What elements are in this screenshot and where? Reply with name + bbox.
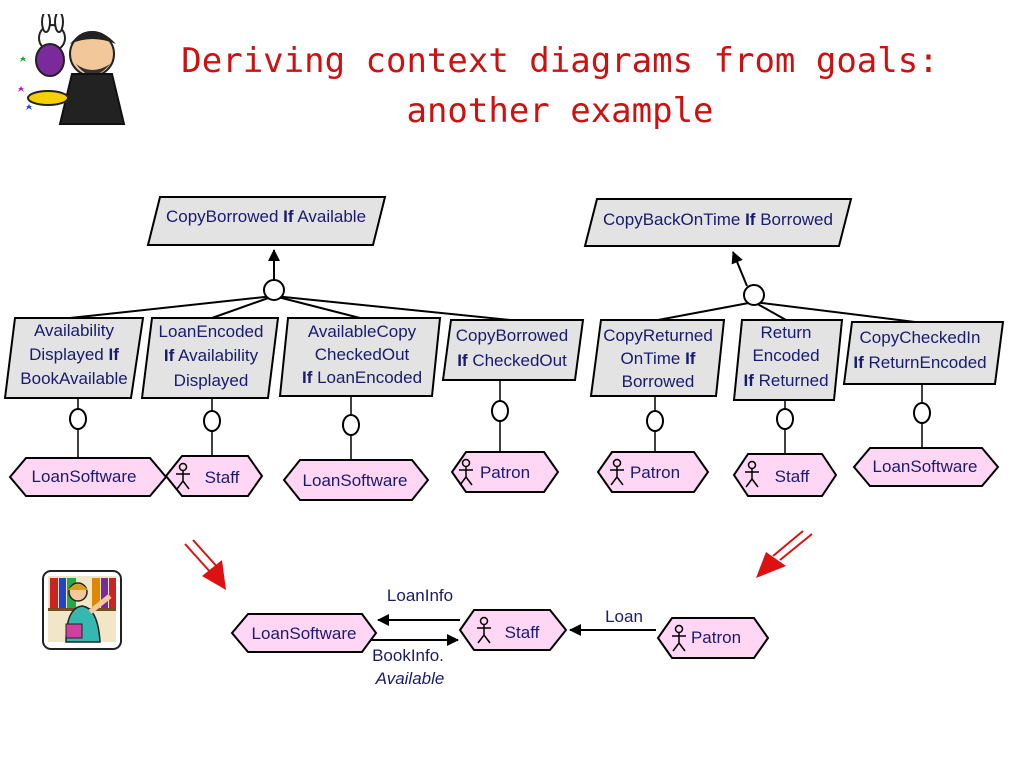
goal-availability-displayed: Availability Displayed If BookAvailable	[3, 317, 145, 399]
svg-text:Patron: Patron	[630, 463, 680, 482]
svg-text:BookInfo.: BookInfo.	[372, 646, 444, 665]
svg-text:Loan: Loan	[605, 607, 643, 626]
svg-text:BookAvailable: BookAvailable	[20, 369, 127, 388]
agent-person-icon	[477, 616, 491, 644]
flow-loan: Loan	[569, 607, 656, 636]
svg-text:If Returned: If Returned	[743, 371, 828, 390]
agent-patron-1: Patron	[450, 451, 560, 493]
goal-copy-returned-on-time: CopyReturned OnTime If Borrowed	[589, 319, 726, 397]
svg-text:Return: Return	[760, 323, 811, 342]
goal-copy-checked-in: CopyCheckedIn If ReturnEncoded	[842, 321, 1005, 385]
agent-person-icon	[459, 458, 473, 486]
goal-copy-borrowed-if-available: CopyBorrowed If Available	[146, 196, 387, 246]
refinement-links-left	[69, 249, 511, 321]
svg-text:CopyBorrowed If: CopyBorrowed If Available	[166, 207, 366, 226]
flow-loan-info: LoanInfo	[377, 586, 460, 626]
agent-staff-1: Staff	[164, 455, 264, 497]
svg-text:Staff: Staff	[775, 467, 810, 486]
svg-text:If Availability: If Availability	[164, 346, 259, 365]
svg-text:Encoded: Encoded	[752, 346, 819, 365]
derive-arrow-right	[756, 530, 813, 578]
svg-text:LoanSoftware: LoanSoftware	[303, 471, 408, 490]
context-agent-patron: Patron	[656, 617, 770, 659]
agent-person-icon	[176, 462, 190, 490]
agent-loan-software-3: LoanSoftware	[852, 447, 1000, 487]
title-line-2: another example	[406, 91, 714, 131]
refinement-node-right	[743, 284, 765, 306]
agent-person-icon	[745, 460, 759, 488]
svg-text:CheckedOut: CheckedOut	[315, 345, 410, 364]
svg-text:CopyCheckedIn: CopyCheckedIn	[860, 328, 981, 347]
context-diagram: LoanSoftware Staff Patron	[230, 586, 770, 688]
derive-arrow-left	[184, 539, 226, 590]
agent-loan-software-1: LoanSoftware	[8, 457, 168, 497]
slide-title: Deriving context diagrams from goals: an…	[150, 36, 970, 136]
context-agent-staff: Staff	[458, 609, 568, 651]
responsibility-links	[69, 380, 931, 460]
agent-person-icon	[610, 458, 624, 486]
agent-person-icon	[672, 624, 686, 652]
agent-patron-2: Patron	[596, 451, 710, 493]
svg-text:LoanEncoded: LoanEncoded	[159, 322, 264, 341]
svg-text:Staff: Staff	[505, 623, 540, 642]
svg-text:Patron: Patron	[480, 463, 530, 482]
svg-text:OnTime If: OnTime If	[621, 349, 696, 368]
magician-illustration	[18, 14, 126, 125]
svg-text:CopyBackOnTime If: CopyBackOnTime If Borrowed	[603, 210, 833, 229]
context-agent-loan-software: LoanSoftware	[230, 613, 378, 653]
svg-text:If CheckedOut: If CheckedOut	[457, 351, 567, 370]
goal-copy-back-on-time-if-borrowed: CopyBackOnTime If Borrowed	[583, 198, 853, 247]
goal-loan-encoded: LoanEncoded If Availability Displayed	[140, 317, 280, 399]
agent-loan-software-2: LoanSoftware	[282, 459, 430, 501]
svg-text:CopyBorrowed: CopyBorrowed	[456, 326, 568, 345]
svg-text:If ReturnEncoded: If ReturnEncoded	[853, 353, 986, 372]
svg-text:LoanSoftware: LoanSoftware	[873, 457, 978, 476]
svg-text:If LoanEncoded: If LoanEncoded	[302, 368, 422, 387]
goal-copy-borrowed-if-checked-out: CopyBorrowed If CheckedOut	[441, 319, 585, 381]
svg-text:Available: Available	[375, 669, 445, 688]
agent-staff-2: Staff	[732, 453, 838, 497]
flow-book-info-available: BookInfo. Available	[370, 634, 459, 688]
library-reader-illustration	[42, 570, 122, 650]
svg-text:AvailableCopy: AvailableCopy	[308, 322, 417, 341]
svg-text:Displayed If: Displayed If	[29, 345, 119, 364]
svg-text:Patron: Patron	[691, 628, 741, 647]
svg-text:Displayed: Displayed	[174, 371, 249, 390]
refinement-node-left	[263, 279, 285, 301]
svg-text:CopyReturned: CopyReturned	[603, 326, 713, 345]
svg-text:Borrowed: Borrowed	[622, 372, 695, 391]
svg-text:Staff: Staff	[205, 468, 240, 487]
svg-text:LoanSoftware: LoanSoftware	[252, 624, 357, 643]
refinement-links-right	[657, 251, 916, 323]
svg-text:LoanInfo: LoanInfo	[387, 586, 453, 605]
svg-text:LoanSoftware: LoanSoftware	[32, 467, 137, 486]
title-line-1: Deriving context diagrams from goals:	[181, 41, 939, 81]
goal-return-encoded: Return Encoded If Returned	[732, 319, 844, 401]
svg-text:Availability: Availability	[34, 321, 115, 340]
goal-available-copy-checked-out: AvailableCopy CheckedOut If LoanEncoded	[278, 317, 442, 397]
